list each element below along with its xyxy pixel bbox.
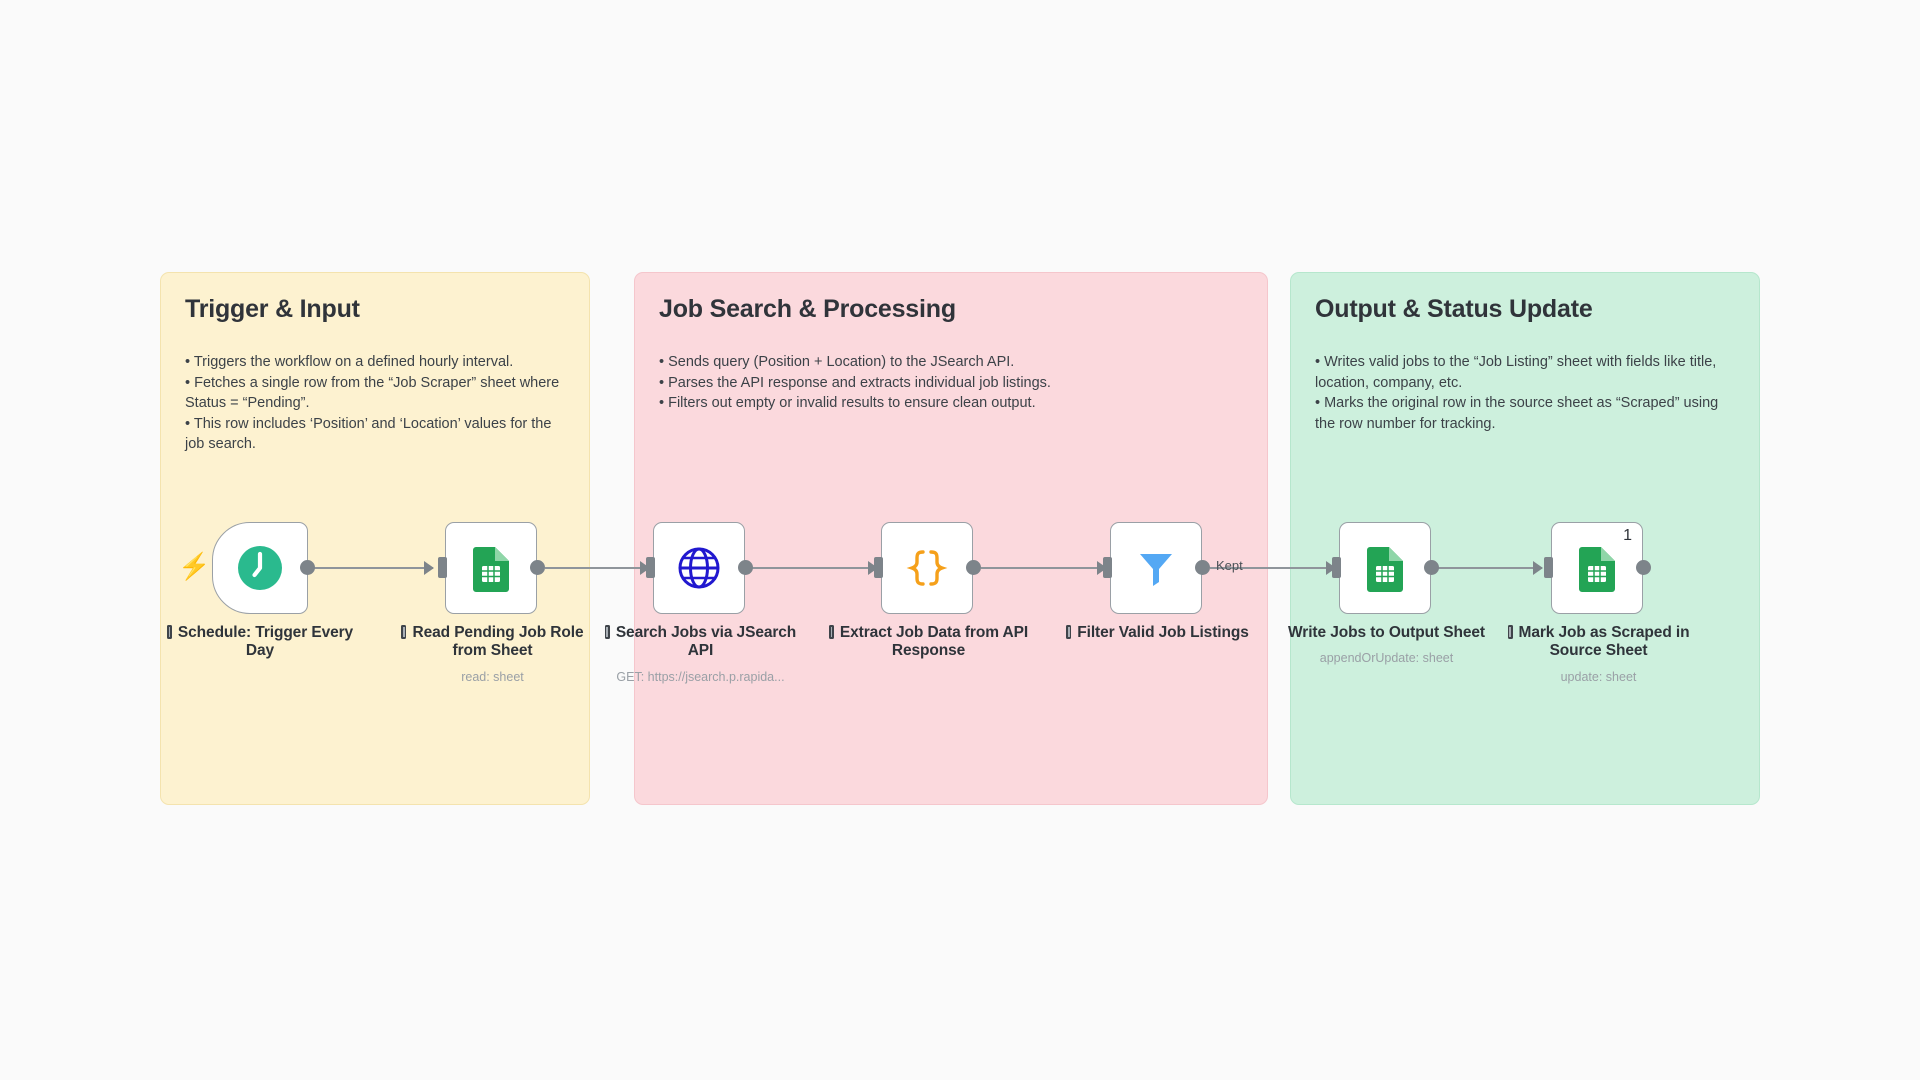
node-subtitle: update: sheet — [1560, 669, 1637, 684]
node-caption-search-jobs-jsearch-api: Search Jobs via JSearch API GET: https:/… — [598, 624, 803, 684]
connector-arrow — [868, 561, 878, 575]
connector-line — [1210, 567, 1335, 569]
node-caption-mark-job-as-scraped: Mark Job as Scraped in Source Sheet upda… — [1496, 624, 1701, 684]
connector-label-kept: Kept — [1216, 558, 1243, 573]
pin-icon — [828, 625, 834, 639]
panel-line: • Fetches a single row from the “Job Scr… — [185, 374, 560, 412]
node-caption-filter-valid-job-listings: Filter Valid Job Listings — [1055, 624, 1260, 642]
node-title: Extract Job Data from API Response — [839, 624, 1029, 660]
pin-icon — [401, 625, 407, 639]
node-input-port[interactable] — [438, 557, 447, 578]
connector-line — [545, 567, 649, 569]
node-subtitle: appendOrUpdate: sheet — [1319, 651, 1454, 666]
node-read-pending-job-role[interactable] — [445, 522, 537, 614]
node-output-port[interactable] — [1195, 560, 1210, 575]
node-title: Filter Valid Job Listings — [1077, 624, 1249, 641]
node-title: Schedule: Trigger Every Day — [177, 624, 354, 660]
connector-arrow — [1326, 561, 1336, 575]
connector-arrow — [1533, 561, 1543, 575]
connector-line — [981, 567, 1106, 569]
panel-body: • Sends query (Position + Location) to t… — [659, 352, 1243, 414]
node-caption-read-pending-job-role: Read Pending Job Role from Sheet read: s… — [390, 624, 595, 684]
clock-icon — [236, 544, 284, 592]
pin-icon — [166, 625, 172, 639]
node-subtitle: GET: https://jsearch.p.rapida... — [616, 669, 785, 684]
node-caption-extract-job-data: Extract Job Data from API Response — [826, 624, 1031, 661]
connector-arrow — [1097, 561, 1107, 575]
panel-title: Trigger & Input — [185, 295, 360, 323]
connector-arrow — [424, 561, 434, 575]
globe-icon — [676, 545, 722, 591]
node-output-port[interactable] — [530, 560, 545, 575]
panel-title: Output & Status Update — [1315, 295, 1593, 323]
funnel-filter-icon — [1134, 546, 1178, 590]
panel-line: • This row includes ‘Position’ and ‘Loca… — [185, 415, 552, 453]
pin-icon — [1507, 625, 1513, 639]
node-run-count-badge: 1 — [1623, 527, 1632, 544]
node-input-port[interactable] — [874, 557, 883, 578]
google-sheets-icon — [469, 544, 513, 592]
pin-icon — [1066, 625, 1072, 639]
node-mark-job-as-scraped[interactable]: 1 — [1551, 522, 1643, 614]
node-output-port[interactable] — [300, 560, 315, 575]
node-search-jobs-jsearch-api[interactable] — [653, 522, 745, 614]
node-output-port[interactable] — [1424, 560, 1439, 575]
node-caption-write-jobs-output-sheet: Write Jobs to Output Sheet appendOrUpdat… — [1284, 624, 1489, 665]
connector-line — [308, 567, 433, 569]
node-input-port[interactable] — [1544, 557, 1553, 578]
panel-line: • Writes valid jobs to the “Job Listing”… — [1315, 354, 1717, 391]
connector-line — [752, 567, 877, 569]
node-subtitle: read: sheet — [461, 669, 524, 684]
node-write-jobs-output-sheet[interactable] — [1339, 522, 1431, 614]
code-braces-icon — [904, 545, 950, 591]
node-filter-valid-job-listings[interactable] — [1110, 522, 1202, 614]
node-input-port[interactable] — [1103, 557, 1112, 578]
panel-line: • Marks the original row in the source s… — [1315, 395, 1719, 432]
node-title: Search Jobs via JSearch API — [615, 624, 797, 660]
panel-line: • Triggers the workflow on a defined hou… — [185, 354, 514, 370]
panel-line: • Sends query (Position + Location) to t… — [659, 354, 1015, 370]
panel-title: Job Search & Processing — [659, 295, 956, 323]
pin-icon — [604, 625, 610, 639]
node-schedule-trigger[interactable] — [212, 522, 308, 614]
connector-arrow — [640, 561, 650, 575]
node-input-port[interactable] — [1332, 557, 1341, 578]
node-extract-job-data[interactable] — [881, 522, 973, 614]
panel-line: • Parses the API response and extracts i… — [659, 374, 1051, 391]
google-sheets-icon — [1363, 544, 1407, 592]
node-input-port[interactable] — [646, 557, 655, 578]
connector-line — [1438, 567, 1542, 569]
node-title: Read Pending Job Role from Sheet — [412, 624, 584, 660]
node-title: Write Jobs to Output Sheet — [1288, 624, 1485, 641]
panel-line: • Filters out empty or invalid results t… — [659, 395, 1036, 412]
panel-body: • Writes valid jobs to the “Job Listing”… — [1315, 352, 1735, 434]
google-sheets-icon — [1575, 544, 1619, 592]
node-output-port[interactable] — [1636, 560, 1651, 575]
node-output-port[interactable] — [738, 560, 753, 575]
node-caption-schedule-trigger: Schedule: Trigger Every Day — [165, 624, 355, 661]
node-title: Mark Job as Scraped in Source Sheet — [1518, 624, 1690, 660]
node-output-port[interactable] — [966, 560, 981, 575]
panel-body: • Triggers the workflow on a defined hou… — [185, 352, 565, 455]
lightning-bolt-icon: ⚡ — [178, 551, 211, 581]
